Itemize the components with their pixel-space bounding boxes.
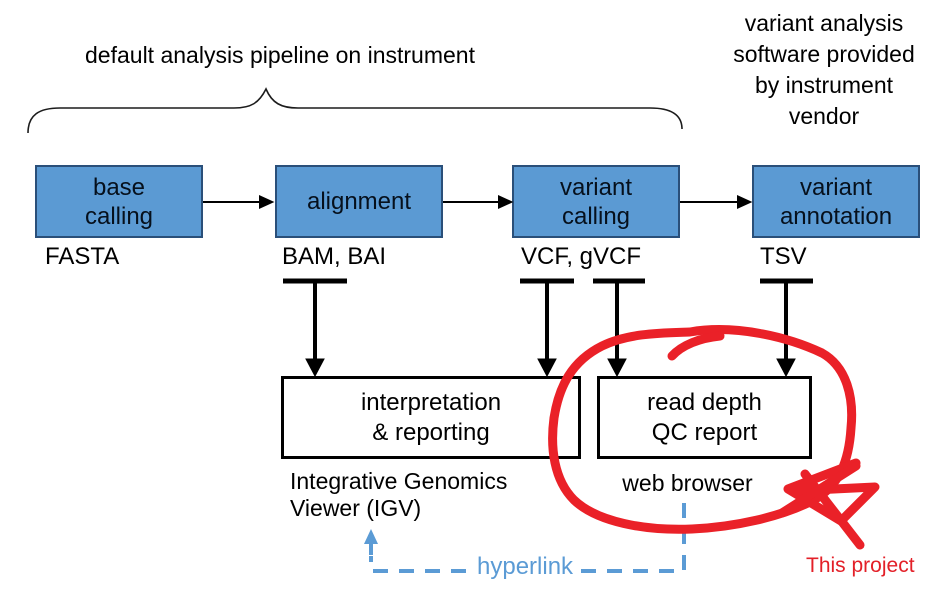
interpretation-reporting-box: interpretation & reporting — [281, 376, 581, 459]
format-label-bam-bai: BAM, BAI — [282, 243, 387, 270]
pipeline-title: default analysis pipeline on instrument — [85, 42, 475, 68]
read-depth-qc-report-box: read depth QC report — [597, 376, 812, 459]
format-label-vcf-gvcf: VCF, gVCF — [521, 243, 642, 270]
brace-shape — [27, 87, 683, 134]
igv-caption: Integrative Genomics Viewer (IGV) — [290, 468, 508, 521]
hyperlink-label: hyperlink — [472, 553, 579, 581]
hyperlink-arrowhead — [364, 529, 378, 544]
web-browser-caption: web browser — [622, 470, 753, 496]
stage-box-variant-calling: variant calling — [512, 165, 680, 238]
format-label-fasta: FASTA — [45, 243, 120, 270]
stage-box-base-calling: base calling — [35, 165, 203, 238]
this-project-label: This project — [806, 554, 915, 577]
format-down-arrows — [283, 278, 813, 378]
format-label-tsv: TSV — [760, 243, 807, 270]
stage-box-variant-annotation: variant annotation — [752, 165, 920, 238]
stage-box-alignment: alignment — [275, 165, 443, 238]
vendor-note: variant analysis software provided by in… — [733, 10, 915, 129]
